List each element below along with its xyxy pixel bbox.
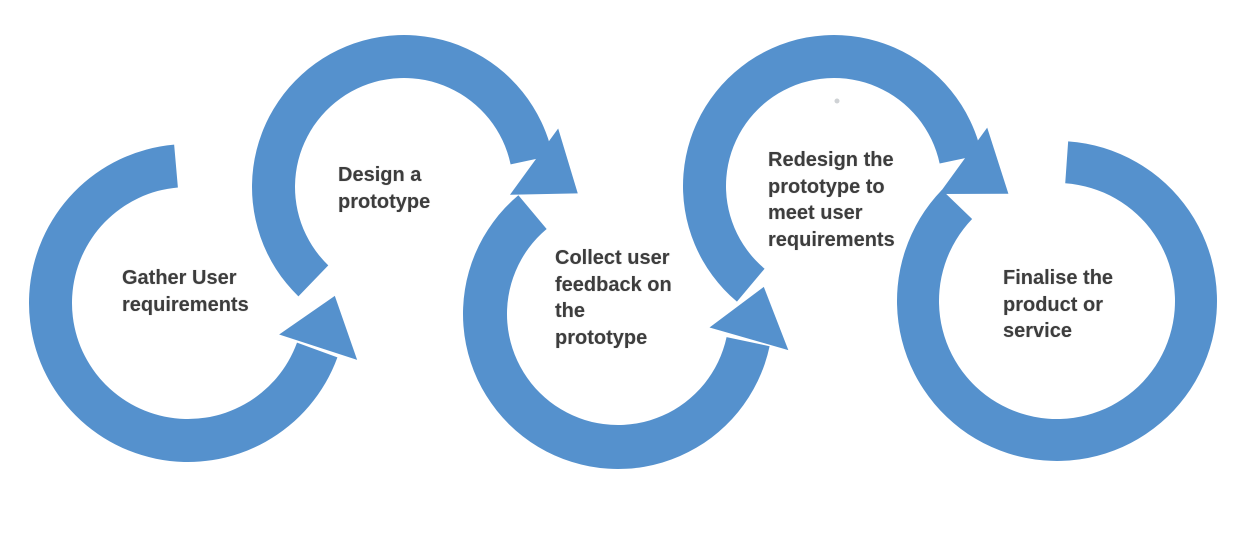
stage-label-design-a-prototype: Design a prototype bbox=[338, 164, 431, 213]
stage-label-redesign-the-prototype: Redesign the prototype to meet user requ… bbox=[768, 149, 895, 251]
cycle-arrowhead-3 bbox=[709, 286, 789, 351]
stage-label-collect-user-feedback: Collect user feedback on the prototype bbox=[555, 247, 672, 349]
cycle-arrow-ring-2 bbox=[252, 35, 553, 297]
cycle-arrow-ring-3 bbox=[462, 195, 770, 470]
stage-label-finalise-product-or-service: Finalise the product or service bbox=[1003, 267, 1114, 342]
cycle-arrowhead-1 bbox=[279, 295, 358, 360]
cycle-arrow-ring-4 bbox=[682, 34, 982, 302]
cycle-arrowhead-4 bbox=[939, 127, 1009, 195]
stage-label-gather-user-requirements: Gather User requirements bbox=[122, 267, 249, 316]
speck-artifact-dot bbox=[834, 98, 840, 104]
cycle-arrowhead-2 bbox=[509, 128, 578, 195]
